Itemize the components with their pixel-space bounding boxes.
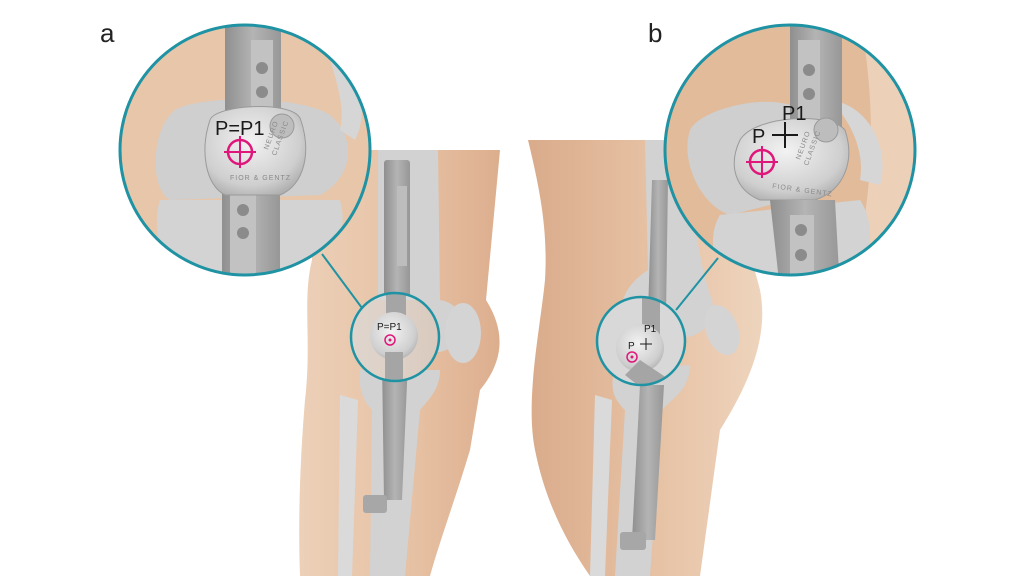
panel-a-label: a — [100, 18, 115, 48]
zoom-source-circle-a — [349, 291, 441, 383]
marker-label-a: P=P1 — [215, 118, 264, 140]
zoom-source-circle-b — [595, 295, 687, 387]
zoom-detail-a: NEURO CLASSIC FIOR & GENTZ — [120, 25, 370, 275]
orthosis-b-lower-bar — [632, 385, 664, 540]
orthosis-a-foot-piece — [363, 495, 387, 513]
leg-b-patella — [704, 304, 740, 356]
marker-small-a: P=P1 — [377, 322, 402, 333]
orthosis-b-upper-bar — [648, 180, 668, 315]
leg-a-fibula — [338, 395, 358, 576]
orthosis-b-foot-piece — [620, 532, 646, 550]
zoom-circle-a — [118, 23, 372, 277]
leg-b-femur — [622, 140, 713, 339]
zoom-connector-a — [321, 253, 363, 309]
svg-text:FIOR & GENTZ: FIOR & GENTZ — [230, 175, 291, 182]
marker-label-b-p1: P1 — [782, 103, 806, 125]
marker-label-b-p: P — [752, 126, 765, 148]
panel-b-label: b — [648, 18, 662, 48]
marker-small-b-p: P — [628, 341, 635, 352]
leg-a-patella — [445, 303, 481, 363]
zoom-detail-b: NEURO CLASSIC FIOR & GENTZ — [665, 25, 915, 275]
leg-b-fibula — [590, 395, 612, 576]
zoom-circle-b — [663, 23, 917, 277]
zoom-connector-b — [675, 257, 719, 311]
panel-b: b P1 P — [528, 18, 917, 576]
orthosis-a-upper-bar-inner — [397, 186, 407, 266]
orthosis-a-lower-bar — [382, 360, 408, 500]
panel-a: a P=P1 — [100, 18, 500, 576]
marker-small-b-p1: P1 — [644, 324, 657, 335]
